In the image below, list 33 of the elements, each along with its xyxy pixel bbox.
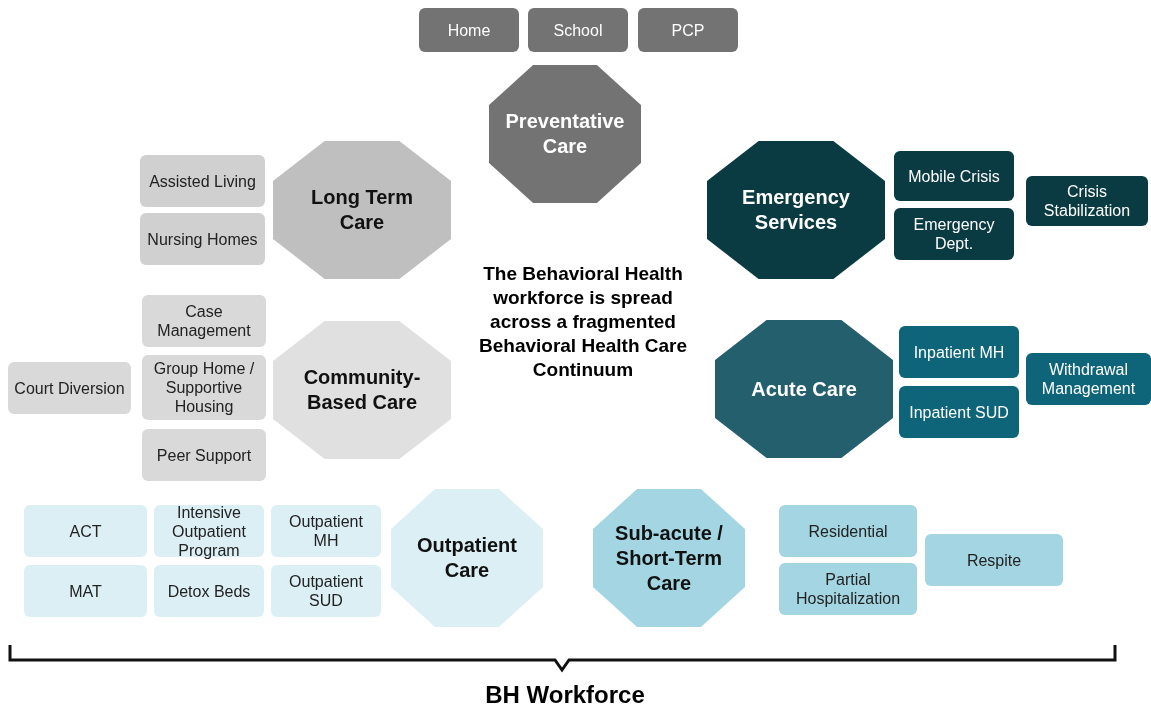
service-tag: Withdrawal Management	[1026, 353, 1151, 405]
service-tag: Assisted Living	[140, 155, 265, 207]
care-level-title: Emergency Services	[741, 185, 851, 235]
care-level-title: Preventative Care	[504, 109, 626, 159]
service-tag: Partial Hospitalization	[779, 563, 917, 615]
service-tag: Residential	[779, 505, 917, 557]
care-level-title: Community-Based Care	[302, 365, 422, 415]
service-tag: Peer Support	[142, 429, 266, 481]
service-tag: Court Diversion	[8, 362, 131, 414]
service-tag: PCP	[638, 8, 738, 52]
service-tag: Crisis Stabilization	[1026, 176, 1148, 226]
center-statement: The Behavioral Health workforce is spread across a fragmented Behavioral Health Care Continuum	[478, 262, 688, 382]
service-tag: Group Home / Supportive Housing	[142, 355, 266, 420]
service-tag: Outpatient MH	[271, 505, 381, 557]
service-tag: School	[528, 8, 628, 52]
care-level-title: Sub-acute / Short-Term Care	[614, 520, 724, 596]
service-tag: Mobile Crisis	[894, 151, 1014, 201]
service-tag: Intensive Outpatient Program	[154, 505, 264, 557]
bracket-caption: BH Workforce	[484, 680, 646, 710]
service-tag: Inpatient MH	[899, 326, 1019, 378]
service-tag: ACT	[24, 505, 147, 557]
service-tag: Home	[419, 8, 519, 52]
service-tag: Emergency Dept.	[894, 208, 1014, 260]
service-tag: Inpatient SUD	[899, 386, 1019, 438]
care-level-title: Acute Care	[750, 376, 858, 402]
service-tag: Respite	[925, 534, 1063, 586]
service-tag: Case Management	[142, 295, 266, 347]
service-tag: Nursing Homes	[140, 213, 265, 265]
service-tag: Detox Beds	[154, 565, 264, 617]
care-level-title: Long Term Care	[310, 185, 414, 235]
service-tag: MAT	[24, 565, 147, 617]
service-tag: Outpatient SUD	[271, 565, 381, 617]
care-level-title: Outpatient Care	[416, 533, 518, 583]
